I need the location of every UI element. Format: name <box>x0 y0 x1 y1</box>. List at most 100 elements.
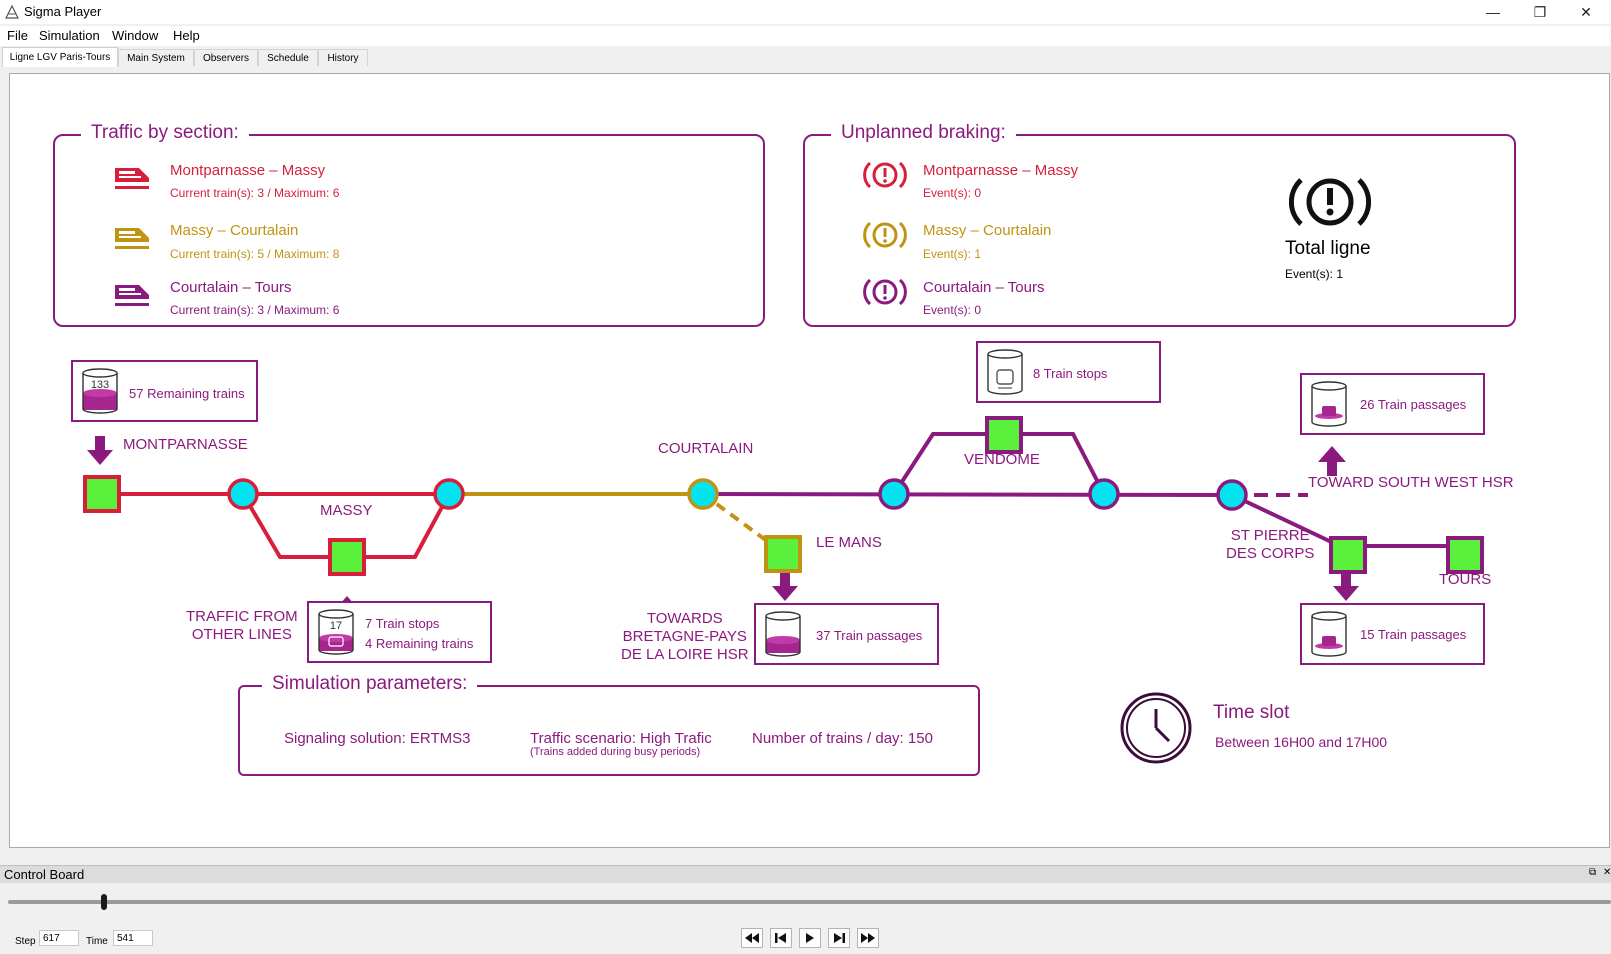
rewind-button[interactable] <box>741 928 763 948</box>
title-bar: Sigma Player — ❐ ✕ <box>0 0 1611 24</box>
arrow-down-tours <box>1333 572 1359 601</box>
control-board-title: Control Board <box>4 867 85 882</box>
time-slot-title: Time slot <box>1213 702 1290 723</box>
arrow-down-montparnasse <box>87 436 113 465</box>
close-button[interactable]: ✕ <box>1580 3 1592 20</box>
station-tours <box>1446 536 1484 574</box>
traffic-section-name: Massy – Courtalain <box>170 222 299 239</box>
tab-schedule[interactable]: Schedule <box>258 49 318 66</box>
timeline-slider-track[interactable] <box>8 894 1611 910</box>
timeline-slider-thumb[interactable] <box>101 894 108 910</box>
label-traffic-from-other-lines: TRAFFIC FROM OTHER LINES <box>186 608 298 643</box>
station-montparnasse <box>83 475 121 513</box>
junction-nodes <box>227 478 1248 511</box>
step-label: Step <box>15 936 36 947</box>
arrow-down-le-mans <box>772 572 798 601</box>
braking-panel-title: Unplanned braking: <box>831 122 1016 144</box>
app-icon <box>5 4 19 19</box>
step-back-button[interactable] <box>770 928 792 948</box>
clock-icon <box>1120 692 1192 764</box>
cylinder-icon: 133 <box>82 368 118 414</box>
stations <box>83 416 1484 576</box>
traffic-panel-title: Traffic by section: <box>81 122 249 144</box>
braking-section-name: Courtalain – Tours <box>923 279 1045 296</box>
maximize-button[interactable]: ❐ <box>1533 3 1547 20</box>
arrows <box>87 436 1359 626</box>
play-button[interactable] <box>799 928 821 948</box>
braking-panel: Unplanned braking: Montparnasse – Massy … <box>803 122 1516 327</box>
massy-counter-box: 17 7 Train stops 4 Remaining trains <box>307 601 492 663</box>
massy-count: 17 <box>330 620 342 632</box>
braking-section-name: Massy – Courtalain <box>923 222 1052 239</box>
dashboard-canvas: Traffic by section: Montparnasse – Massy… <box>9 73 1610 848</box>
cylinder-icon: 17 <box>318 609 354 655</box>
fast-forward-button[interactable] <box>857 928 879 948</box>
massy-box-text-stops: 7 Train stops <box>365 616 440 631</box>
montparnasse-box-text: 57 Remaining trains <box>129 386 245 401</box>
tab-ligne-lgv[interactable]: Ligne LGV Paris-Tours <box>2 47 118 67</box>
minimize-button[interactable]: — <box>1486 4 1500 20</box>
cylinder-icon <box>765 611 801 657</box>
cylinder-icon <box>987 349 1023 395</box>
traffic-section-name: Montparnasse – Massy <box>170 162 326 179</box>
traffic-section-detail: Current train(s): 5 / Maximum: 8 <box>170 247 340 261</box>
track-diagram <box>83 416 1484 626</box>
close-panel-icon[interactable]: ✕ <box>1603 867 1611 878</box>
menu-bar: File Simulation Window Help <box>0 26 1611 46</box>
label-st-pierre-des-corps: ST PIERRE DES CORPS <box>1226 527 1315 562</box>
label-tours: TOURS <box>1439 571 1492 588</box>
label-le-mans: LE MANS <box>816 534 882 551</box>
fast-forward-icon <box>861 933 875 943</box>
station-vendome <box>985 416 1023 454</box>
le-mans-box-text: 37 Train passages <box>816 628 923 643</box>
menu-help[interactable]: Help <box>173 28 200 43</box>
brake-warning-icon <box>863 161 907 189</box>
cylinder-icon <box>1311 611 1347 657</box>
massy-box-text-remaining: 4 Remaining trains <box>365 636 474 651</box>
label-montparnasse: MONTPARNASSE <box>123 436 248 453</box>
traffic-scenario-note: (Trains added during busy periods) <box>530 746 701 758</box>
control-board-header: Control Board ⧉ ✕ <box>0 865 1611 884</box>
time-field[interactable]: 541 <box>113 930 153 946</box>
station-st-pierre <box>1329 536 1367 574</box>
toward-sw-counter-box: 26 Train passages <box>1300 373 1485 435</box>
simulation-parameters-panel: Simulation parameters: Signaling solutio… <box>238 673 980 776</box>
tours-counter-box: 15 Train passages <box>1300 603 1485 665</box>
step-forward-button[interactable] <box>828 928 850 948</box>
simulation-parameters-title: Simulation parameters: <box>262 673 478 695</box>
total-ligne-detail: Event(s): 1 <box>1285 267 1344 281</box>
float-icon[interactable]: ⧉ <box>1589 867 1597 878</box>
label-toward-south-west: TOWARD SOUTH WEST HSR <box>1308 474 1514 491</box>
braking-section-detail: Event(s): 0 <box>923 303 982 317</box>
menu-window[interactable]: Window <box>112 28 159 43</box>
train-icon <box>115 168 149 189</box>
menu-file[interactable]: File <box>7 28 28 43</box>
traffic-section-detail: Current train(s): 3 / Maximum: 6 <box>170 303 340 317</box>
play-icon <box>806 933 814 943</box>
total-ligne-label: Total ligne <box>1285 238 1371 259</box>
brake-warning-icon <box>863 278 907 306</box>
signaling-solution: Signaling solution: ERTMS3 <box>284 730 471 747</box>
montparnasse-counter-box: 133 57 Remaining trains <box>71 360 258 422</box>
traffic-section-detail: Current train(s): 3 / Maximum: 6 <box>170 186 340 200</box>
braking-section-detail: Event(s): 0 <box>923 186 982 200</box>
label-massy: MASSY <box>320 502 373 519</box>
time-slot-value: Between 16H00 and 17H00 <box>1215 734 1388 750</box>
label-vendome: VENDOME <box>964 451 1040 468</box>
arrow-up-toward-sw <box>1318 446 1346 476</box>
braking-section-name: Montparnasse – Massy <box>923 162 1079 179</box>
menu-simulation[interactable]: Simulation <box>39 28 100 43</box>
brake-warning-icon <box>863 221 907 249</box>
braking-section-detail: Event(s): 1 <box>923 247 982 261</box>
trains-per-day: Number of trains / day: 150 <box>752 730 933 747</box>
train-icon <box>115 228 149 249</box>
montparnasse-count: 133 <box>91 379 109 391</box>
step-back-icon <box>775 933 786 943</box>
tab-observers[interactable]: Observers <box>194 49 258 66</box>
tab-history[interactable]: History <box>318 49 368 66</box>
toward-sw-box-text: 26 Train passages <box>1360 397 1467 412</box>
traffic-scenario: Traffic scenario: High Trafic <box>530 730 712 747</box>
station-massy <box>328 538 366 576</box>
tab-main-system[interactable]: Main System <box>118 49 194 66</box>
step-field[interactable]: 617 <box>39 930 79 946</box>
